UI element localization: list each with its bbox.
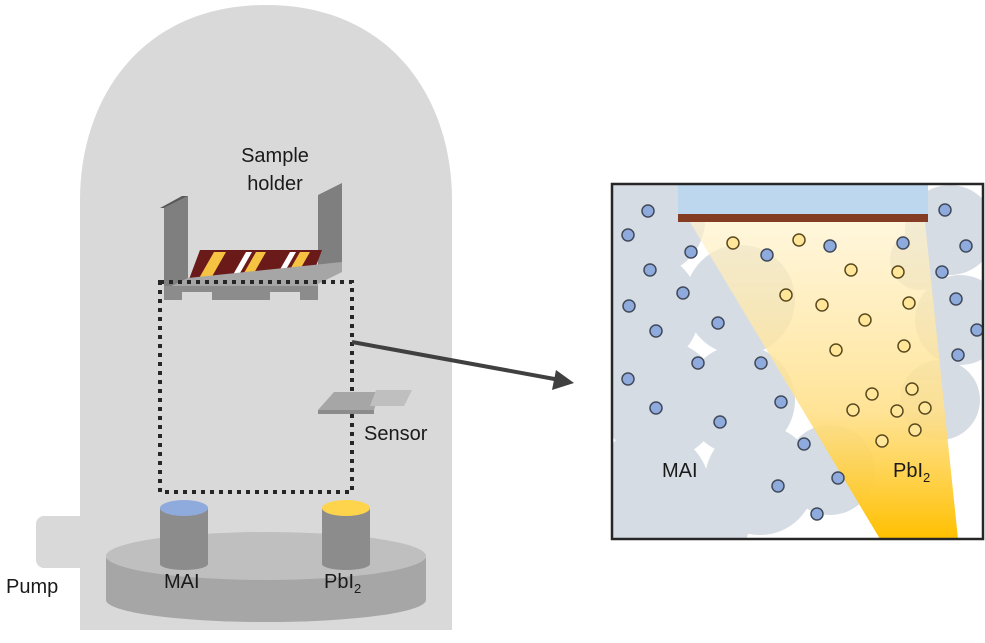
sample-holder [160,183,342,300]
label-inset-pbi2-sub: 2 [923,470,930,485]
label-inset-mai: MAI [662,460,698,482]
zoom-region [158,280,354,494]
inset-panel: MAI PbI2 [610,182,985,541]
base-platform-top [106,532,426,580]
sensor [318,390,412,414]
pbi2-molecules [726,233,932,448]
label-sensor: Sensor [364,423,428,445]
pbi2-vapor-beam [690,222,958,539]
mai-source [160,500,208,570]
label-sample-holder-line1: Sample [241,145,309,167]
label-pump: Pump [6,576,58,598]
inset-substrate [678,184,928,214]
label-source-pbi2: PbI2 [324,571,361,596]
mai-molecules [621,203,984,521]
label-source-mai: MAI [164,571,200,593]
mai-source-top [160,500,208,516]
label-source-pbi2-base: PbI [324,571,354,593]
inset-film [678,214,928,222]
label-inset-pbi2: PbI2 [893,460,930,485]
bell-jar [80,5,452,630]
pbi2-source-top [322,500,370,516]
electrode [230,252,252,280]
label-sample-holder-line2: holder [247,173,303,195]
electrode [198,252,226,280]
vacuum-chamber [36,5,452,630]
label-source-pbi2-sub: 2 [354,581,361,596]
inset-frame [610,182,985,541]
pbi2-source [322,500,370,570]
label-inset-pbi2-base: PbI [893,460,923,482]
zoom-arrow [351,340,574,390]
